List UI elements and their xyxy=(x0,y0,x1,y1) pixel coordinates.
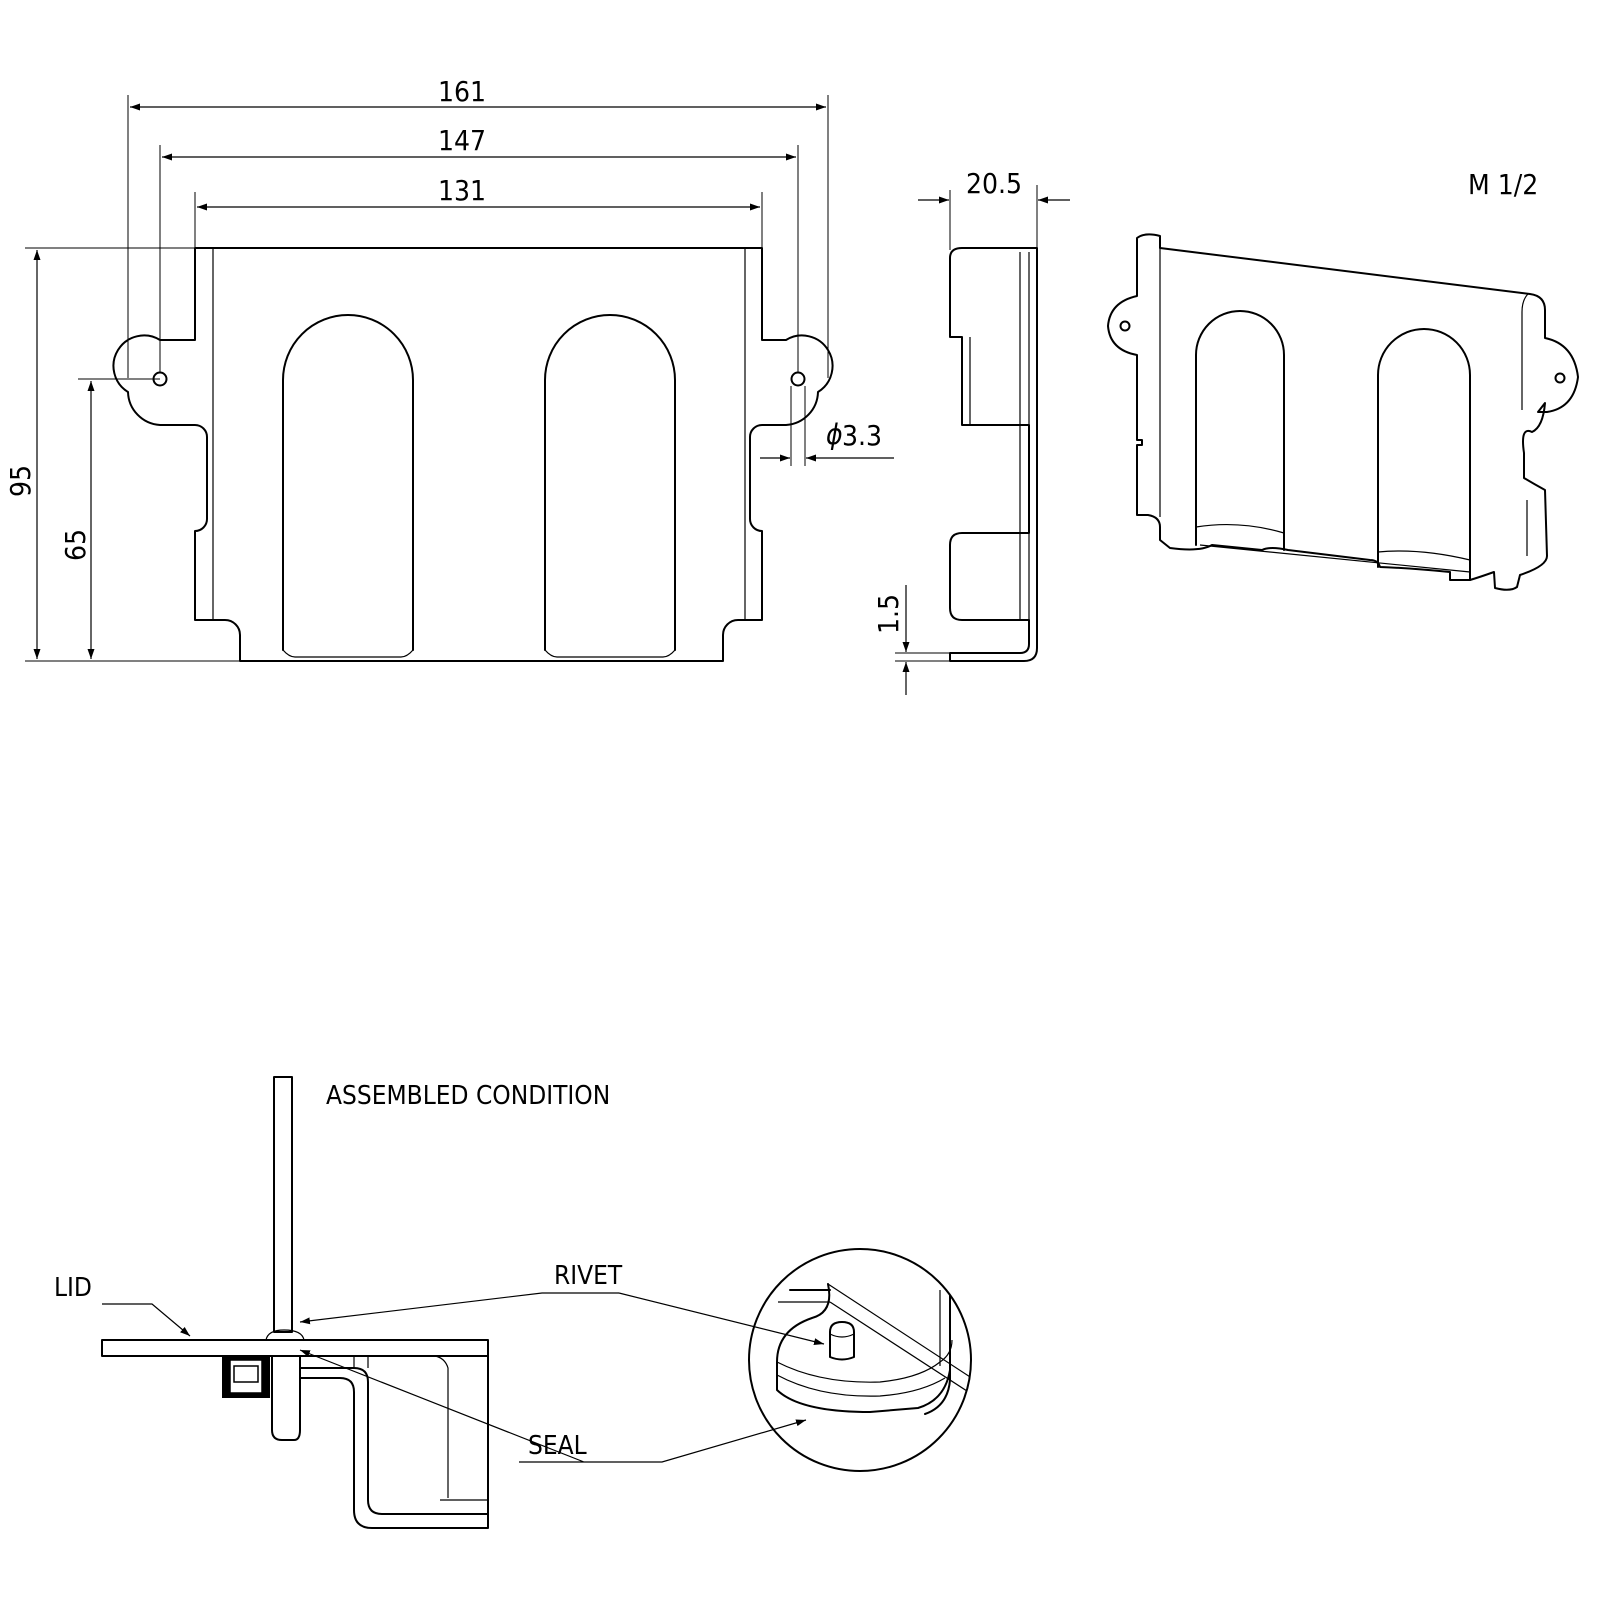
seal-label: SEAL xyxy=(528,1431,587,1461)
isometric-view xyxy=(1107,233,1579,591)
assembly-title: ASSEMBLED CONDITION xyxy=(326,1081,610,1111)
lid-label: LID xyxy=(54,1273,92,1303)
front-view xyxy=(112,247,834,662)
bracket-section xyxy=(299,1367,489,1529)
dim-thickness: 1.5 xyxy=(872,594,905,634)
dim-depth: 20.5 xyxy=(966,167,1022,200)
leader-lines xyxy=(102,1292,825,1463)
detail-view xyxy=(748,1248,972,1472)
dim-height-holes: 65 xyxy=(59,529,92,561)
dim-hole-diameter: 3.3 xyxy=(842,419,882,452)
side-dimensions xyxy=(895,185,1070,695)
lid xyxy=(101,1339,489,1357)
mounting-hole-right xyxy=(790,371,806,387)
slot-left xyxy=(282,314,414,651)
front-view-outline xyxy=(112,247,834,662)
dim-height-overall: 95 xyxy=(4,465,37,497)
isometric-outline xyxy=(1107,233,1579,591)
slot-right xyxy=(544,314,676,651)
side-view xyxy=(949,247,1038,662)
side-view-outline xyxy=(949,247,1038,662)
iso-slot-left xyxy=(1195,310,1285,551)
iso-hole-right xyxy=(1554,372,1566,384)
iso-hole-left xyxy=(1119,320,1131,332)
assembly-section xyxy=(101,1076,489,1529)
dim-width-overall: 161 xyxy=(438,75,486,108)
detail-circle xyxy=(748,1248,972,1472)
scale-label: M 1/2 xyxy=(1468,168,1538,201)
rivet-body xyxy=(271,1355,301,1441)
dim-hole-diameter-symbol: ϕ xyxy=(826,418,843,451)
dim-width-holes: 147 xyxy=(438,124,486,157)
iso-slot-right xyxy=(1377,328,1471,581)
front-dimensions xyxy=(25,95,894,662)
rivet-mandrel xyxy=(273,1076,293,1333)
dim-width-body: 131 xyxy=(438,174,486,207)
rivet-label: RIVET xyxy=(554,1261,623,1291)
